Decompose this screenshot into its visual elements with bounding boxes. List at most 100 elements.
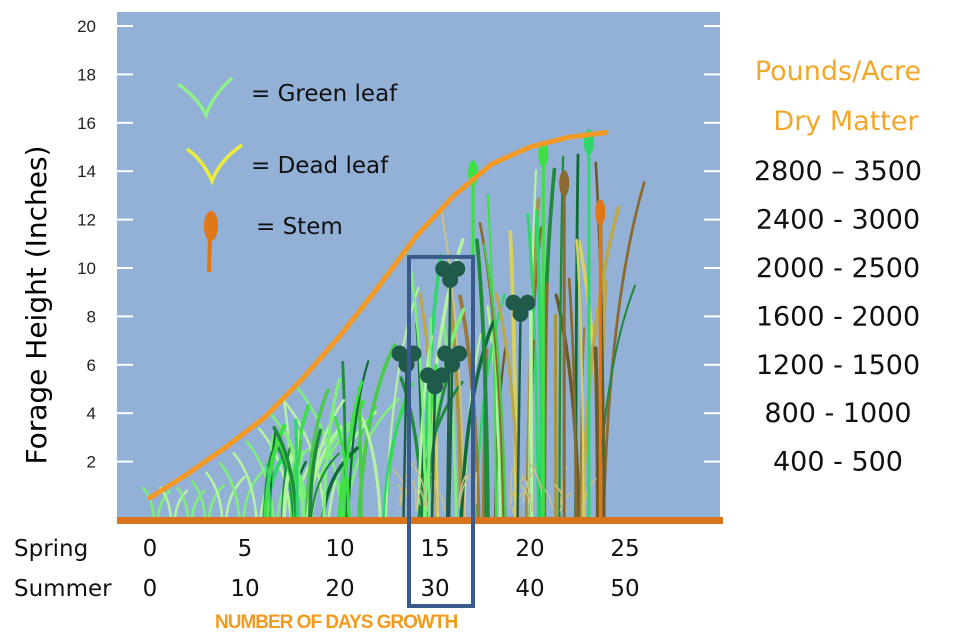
highlight-box-layer xyxy=(407,254,475,608)
grass-blade xyxy=(554,483,568,513)
grass-blade xyxy=(333,415,351,520)
grass-blade xyxy=(294,418,299,520)
y-tick-label: 6 xyxy=(87,356,96,375)
y-tick-label: 4 xyxy=(87,404,96,423)
right-axis-label: 400 - 500 xyxy=(773,447,903,478)
grass-blade xyxy=(508,230,518,520)
grass-blade xyxy=(446,286,463,520)
x-tick-label: 5 xyxy=(238,536,253,562)
grass-blade xyxy=(427,317,433,520)
x-axis-rows: Spring Summer 0 5 10 15 20 25 0 10 20 30 40 50 xyxy=(14,536,640,602)
x-tick-label: 40 xyxy=(515,576,544,602)
grass-blade xyxy=(224,476,246,520)
grass-blade xyxy=(173,489,189,520)
grass-blade xyxy=(520,485,531,504)
grass-blade xyxy=(522,467,537,504)
y-tick-label: 20 xyxy=(77,17,96,36)
grass-blade xyxy=(382,400,409,520)
grass-blade xyxy=(414,488,421,506)
grass-blade xyxy=(407,253,428,520)
grass-blade xyxy=(593,346,600,520)
x-tick-label: 50 xyxy=(610,576,639,602)
x-tick-label: 10 xyxy=(325,536,354,562)
x-tick-label: 10 xyxy=(230,576,259,602)
grass-blade xyxy=(205,471,224,520)
legend: = Green leaf = Dead leaf = Stem xyxy=(176,76,398,273)
right-axis-title-line1: Pounds/Acre xyxy=(755,56,921,87)
grass-illustration xyxy=(142,129,646,520)
x-tick-label: 20 xyxy=(515,536,544,562)
grass-blade xyxy=(232,452,258,520)
legend-label-dead-leaf: = Dead leaf xyxy=(251,153,389,179)
grass-blade xyxy=(575,238,585,520)
x-row-label-summer: Summer xyxy=(14,576,112,602)
grass-blade xyxy=(156,489,172,520)
grass-blade xyxy=(458,473,472,509)
x-tick-label: 15 xyxy=(420,536,449,562)
grass-blade xyxy=(191,480,207,520)
grass-blade xyxy=(418,487,426,507)
right-axis-label: 1600 - 2000 xyxy=(756,301,920,332)
grass-blade xyxy=(263,423,287,520)
x-axis-title: NUMBER OF DAYS GROWTH xyxy=(215,612,457,633)
grass-blade xyxy=(358,411,382,520)
grass-blade xyxy=(414,466,429,512)
grass-blade xyxy=(218,461,241,520)
grass-blade xyxy=(509,467,514,510)
grass-blade xyxy=(423,307,466,520)
grass-blade xyxy=(265,462,272,520)
right-axis-label: 1200 - 1500 xyxy=(756,350,920,381)
clover xyxy=(505,294,536,519)
right-axis-label: 800 - 1000 xyxy=(764,398,911,429)
grass-blade xyxy=(142,486,156,520)
x-tick-label: 20 xyxy=(325,576,354,602)
grass-blade xyxy=(567,277,578,520)
y-tick-label: 16 xyxy=(77,114,96,133)
right-axis-label: 2000 - 2500 xyxy=(756,253,920,284)
grass-blade xyxy=(482,243,507,520)
clover xyxy=(420,367,450,519)
grass-blade xyxy=(521,474,534,512)
grass-blade xyxy=(437,491,446,512)
grass-blade xyxy=(245,440,275,520)
y-tick-label: 8 xyxy=(87,307,96,326)
x-tick-label: 0 xyxy=(143,536,158,562)
y-tick-label: 2 xyxy=(87,453,96,472)
y-tick-label: 14 xyxy=(77,162,96,181)
x-tick-label: 30 xyxy=(420,576,449,602)
right-axis-title-line2: Dry Matter xyxy=(773,106,919,137)
highlight-box xyxy=(407,254,475,608)
grass-blade xyxy=(602,181,646,520)
legend-label-stem: = Stem xyxy=(256,214,343,240)
seed-head xyxy=(559,170,570,197)
grass-blade xyxy=(207,484,225,520)
x-row-label-spring: Spring xyxy=(14,536,88,562)
grass-blade xyxy=(560,465,568,506)
grass-blade xyxy=(258,427,292,520)
clover xyxy=(435,260,466,519)
dead-leaf-icon xyxy=(185,143,243,186)
grass-blade xyxy=(304,388,330,520)
green-leaf-icon xyxy=(176,76,234,120)
grass-blade xyxy=(342,380,364,520)
grass-blade xyxy=(322,378,342,520)
right-axis-label: 2800 – 3500 xyxy=(754,156,922,187)
grass-blade xyxy=(534,209,544,520)
grass-blade xyxy=(475,238,490,520)
grass-blade xyxy=(242,467,267,520)
growth-curve xyxy=(147,130,609,501)
grass-blade xyxy=(307,428,323,520)
seed-head xyxy=(595,199,606,226)
y-tick-label: 18 xyxy=(77,65,96,84)
x-tick-label: 25 xyxy=(610,536,639,562)
legend-label-green-leaf: = Green leaf xyxy=(251,81,398,107)
plot-area xyxy=(117,12,720,520)
ground-line xyxy=(117,517,723,524)
x-tick-label: 0 xyxy=(143,576,158,602)
grass-blade xyxy=(190,489,206,520)
grass-blade xyxy=(309,452,340,520)
y-axis-title: Forage Height (Inches) xyxy=(20,145,53,464)
